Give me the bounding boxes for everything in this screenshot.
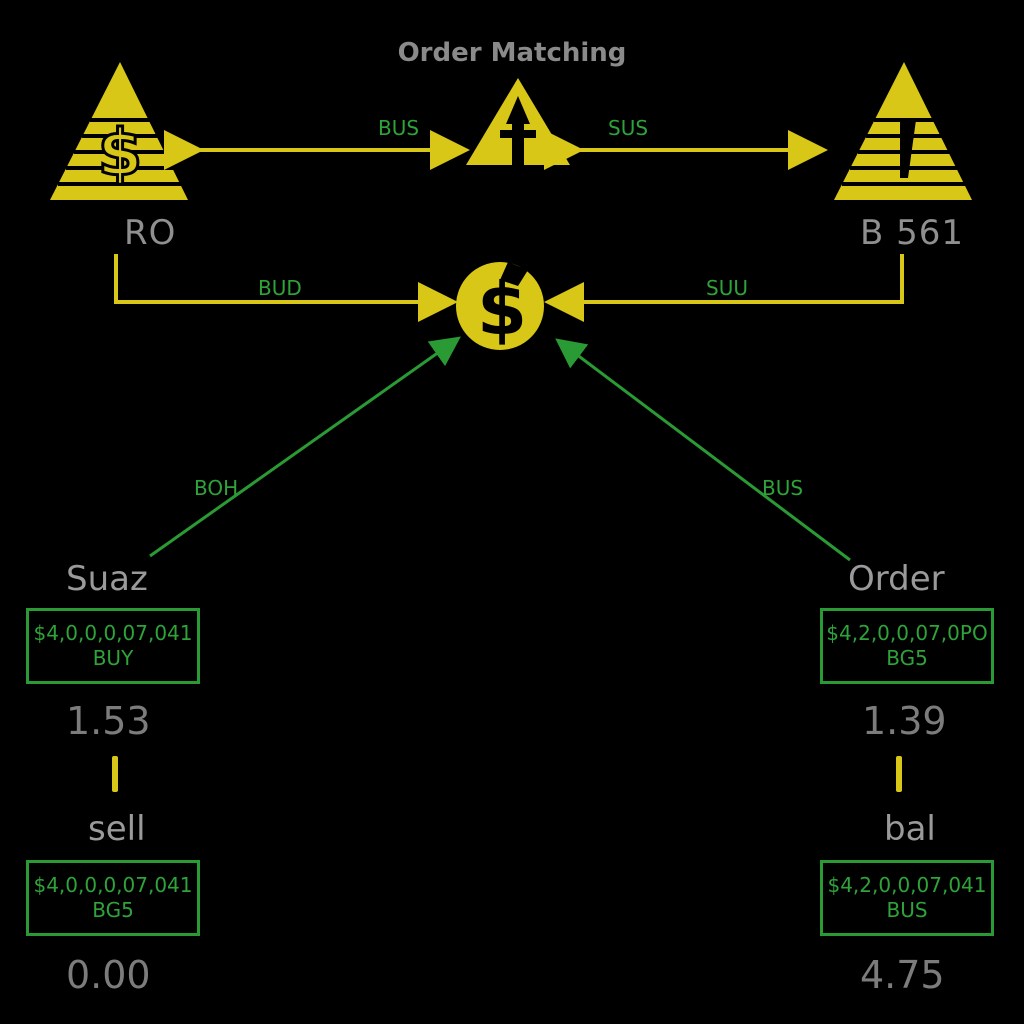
left-connector (112, 756, 118, 792)
svg-text:$: $ (98, 117, 143, 191)
edge-diag-left (149, 336, 461, 558)
right-order-2-side: BUS (886, 898, 928, 922)
edge-label-diag-left: BOH (194, 476, 239, 500)
right-value-2: 4.75 (860, 953, 945, 997)
left-value-2: 0.00 (66, 953, 151, 997)
left-column-subheader: sell (88, 809, 146, 849)
edge-label-top-right: SUS (608, 116, 649, 140)
left-order-1-side: BUY (92, 646, 134, 670)
edge-label-top-left: BUS (378, 116, 420, 140)
right-connector (896, 756, 902, 792)
right-node-code: B 561 (860, 213, 965, 253)
right-order-2-price: $4,2,0,0,07,041 (827, 873, 987, 897)
pyramid-dollar-icon-right (834, 62, 972, 200)
left-column-header: Suaz (66, 559, 148, 599)
right-column-header: Order (848, 559, 945, 599)
diagram-title: Order Matching (397, 38, 627, 68)
edge-mid-right (544, 254, 904, 322)
pyramid-dollar-icon-left: $ (50, 62, 188, 200)
pyramid-arrow-icon-center (466, 78, 570, 176)
right-order-box-2: $4,2,0,0,07,041 BUS (820, 860, 994, 936)
right-order-1-side: BG5 (886, 646, 928, 670)
left-order-1-price: $4,0,0,0,07,041 (33, 621, 193, 645)
right-column-subheader: bal (884, 809, 936, 849)
svg-text:$: $ (477, 267, 527, 351)
dollar-coin-icon: $ (456, 262, 544, 351)
edge-label-mid-left: BUD (258, 276, 302, 300)
right-value-1: 1.39 (862, 699, 947, 743)
edge-label-diag-right: BUS (762, 476, 804, 500)
left-value-1: 1.53 (66, 699, 151, 743)
edge-mid-left (114, 254, 458, 322)
edge-label-mid-right: SUU (706, 276, 748, 300)
left-order-2-side: BG5 (92, 898, 134, 922)
left-order-2-price: $4,0,0,0,07,041 (33, 873, 193, 897)
right-order-box-1: $4,2,0,0,07,0PO BG5 (820, 608, 994, 684)
edge-diag-right (555, 338, 851, 562)
left-order-box-2: $4,0,0,0,07,041 BG5 (26, 860, 200, 936)
left-node-code: RO (124, 213, 177, 253)
right-order-1-price: $4,2,0,0,07,0PO (826, 621, 988, 645)
left-order-box-1: $4,0,0,0,07,041 BUY (26, 608, 200, 684)
